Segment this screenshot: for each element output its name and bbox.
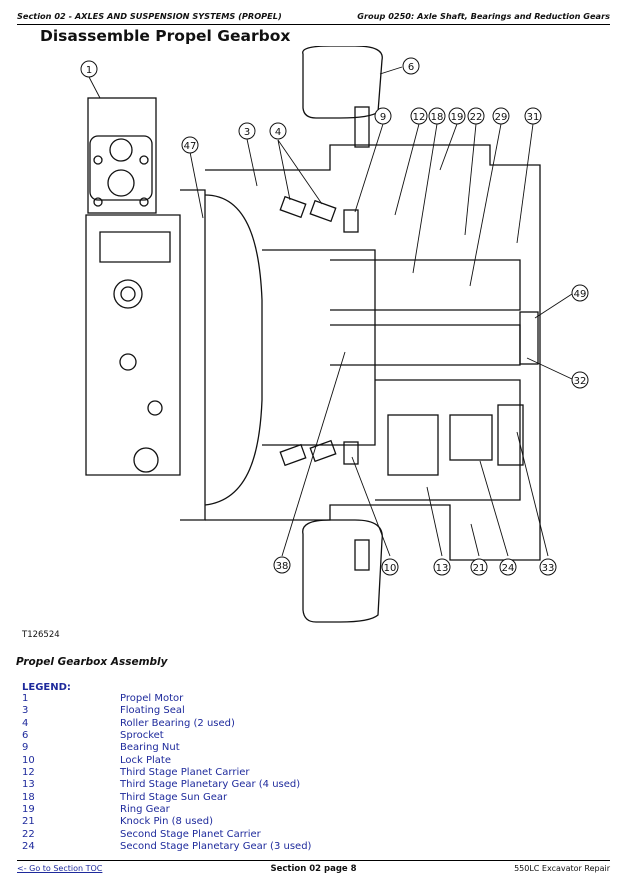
legend-label: Propel Motor [120, 693, 184, 704]
svg-text:3: 3 [244, 127, 250, 138]
svg-text:38: 38 [276, 561, 289, 572]
legend-row: 18 Third Stage Sun Gear [22, 792, 442, 804]
legend-number: 19 [22, 804, 35, 816]
legend-number: 6 [22, 730, 29, 742]
legend-label: Sprocket [120, 730, 164, 742]
callout-6: 6 [402, 57, 420, 75]
legend-label: Floating Seal [120, 705, 185, 717]
legend-row: 24 Second Stage Planetary Gear (3 used) [22, 841, 442, 853]
callout-31: 31 [524, 107, 542, 125]
legend-row: 12 Third Stage Planet Carrier [22, 767, 442, 779]
svg-text:19: 19 [451, 112, 464, 123]
legend-number: 18 [22, 791, 35, 803]
legend-label: Third Stage Planetary Gear (4 used) [120, 779, 301, 791]
svg-text:47: 47 [184, 141, 197, 152]
svg-text:49: 49 [574, 289, 587, 300]
legend-label: Knock Pin (8 used) [120, 816, 213, 828]
legend-label: Third Stage Planet Carrier [120, 767, 250, 779]
figure-id: T126524 [22, 630, 60, 640]
legend-label: Third Stage Sun Gear [120, 791, 228, 803]
page-title: Disassemble Propel Gearbox [40, 27, 291, 45]
legend-row: 9 Bearing Nut [22, 742, 442, 754]
callout-13: 13 [433, 558, 451, 576]
figure-caption: Propel Gearbox Assembly [16, 656, 168, 668]
svg-text:18: 18 [431, 112, 444, 123]
callout-32: 32 [571, 371, 589, 389]
legend-list: 1 Propel Motor 3 Floating Seal 4 Roller Bea… [22, 693, 442, 853]
page-number: Section 02 page 8 [270, 864, 357, 874]
callout-38: 38 [273, 556, 291, 574]
legend-number: 24 [22, 841, 35, 853]
callout-24: 24 [499, 558, 517, 576]
callout-3: 3 [238, 122, 256, 140]
svg-text:22: 22 [470, 112, 483, 123]
legend-label: Second Stage Planetary Gear (3 used) [120, 841, 312, 853]
header-divider [17, 24, 610, 25]
svg-text:32: 32 [574, 376, 587, 387]
document-title: 550LC Excavator Repair [514, 864, 610, 873]
legend-number: 13 [22, 779, 35, 791]
gearbox-cross-section-diagram: 1 6 3 4 47 9 12 18 19 22 29 31 49 32 38 … [80, 46, 589, 623]
legend-number: 10 [22, 754, 35, 766]
legend-row: 3 Floating Seal [22, 705, 442, 717]
diagram-callouts: 1 6 3 4 47 9 12 18 19 22 29 31 49 32 38 … [80, 57, 589, 576]
callout-29: 29 [492, 107, 510, 125]
legend-row: 21 Knock Pin (8 used) [22, 816, 442, 828]
group-title: Group 0250: Axle Shaft, Bearings and Red… [357, 11, 610, 21]
callout-9: 9 [374, 107, 392, 125]
callout-18: 18 [428, 107, 446, 125]
legend-label: Roller Bearing (2 used) [120, 717, 235, 729]
footer-divider [17, 860, 610, 861]
legend-number: 12 [22, 767, 35, 779]
svg-text:29: 29 [495, 112, 508, 123]
legend-number: 1 [22, 693, 29, 704]
svg-text:13: 13 [436, 563, 449, 574]
svg-text:33: 33 [542, 563, 555, 574]
svg-text:6: 6 [408, 62, 414, 73]
svg-text:10: 10 [384, 563, 397, 574]
callout-33: 33 [539, 558, 557, 576]
page-footer: <- Go to Section TOC Section 02 page 8 5… [17, 864, 610, 878]
svg-text:21: 21 [473, 563, 486, 574]
callout-21: 21 [470, 558, 488, 576]
svg-text:4: 4 [275, 127, 281, 138]
legend-label: Ring Gear [120, 804, 170, 816]
legend-label: Bearing Nut [120, 742, 180, 754]
legend-row: 19 Ring Gear [22, 804, 442, 816]
legend-row: 13 Third Stage Planetary Gear (4 used) [22, 779, 442, 791]
legend-row: 4 Roller Bearing (2 used) [22, 718, 442, 730]
legend-number: 4 [22, 717, 29, 729]
svg-text:12: 12 [413, 112, 426, 123]
callout-1: 1 [80, 60, 98, 78]
callout-22: 22 [467, 107, 485, 125]
legend-row: 22 Second Stage Planet Carrier [22, 829, 442, 841]
svg-text:31: 31 [527, 112, 540, 123]
legend-number: 3 [22, 705, 29, 717]
legend-number: 9 [22, 742, 29, 754]
callout-49: 49 [571, 284, 589, 302]
callout-10: 10 [381, 558, 399, 576]
callout-19: 19 [448, 107, 466, 125]
legend-row: 1 Propel Motor [22, 693, 442, 705]
legend-row: 6 Sprocket [22, 730, 442, 742]
legend-row: 10 Lock Plate [22, 755, 442, 767]
legend-label: Lock Plate [120, 754, 171, 766]
legend-number: 21 [22, 816, 35, 828]
legend-number: 22 [22, 828, 35, 840]
callout-12: 12 [410, 107, 428, 125]
svg-text:9: 9 [380, 112, 386, 123]
callout-4: 4 [269, 122, 287, 140]
svg-text:24: 24 [502, 563, 515, 574]
section-title: Section 02 - AXLES AND SUSPENSION SYSTEM… [17, 11, 282, 21]
legend-label: Second Stage Planet Carrier [120, 828, 261, 840]
legend-title: LEGEND: [22, 682, 71, 693]
section-toc-link[interactable]: <- Go to Section TOC [17, 864, 103, 873]
callout-47: 47 [181, 136, 199, 154]
svg-text:1: 1 [86, 65, 92, 76]
page-header: Section 02 - AXLES AND SUSPENSION SYSTEM… [17, 8, 610, 24]
